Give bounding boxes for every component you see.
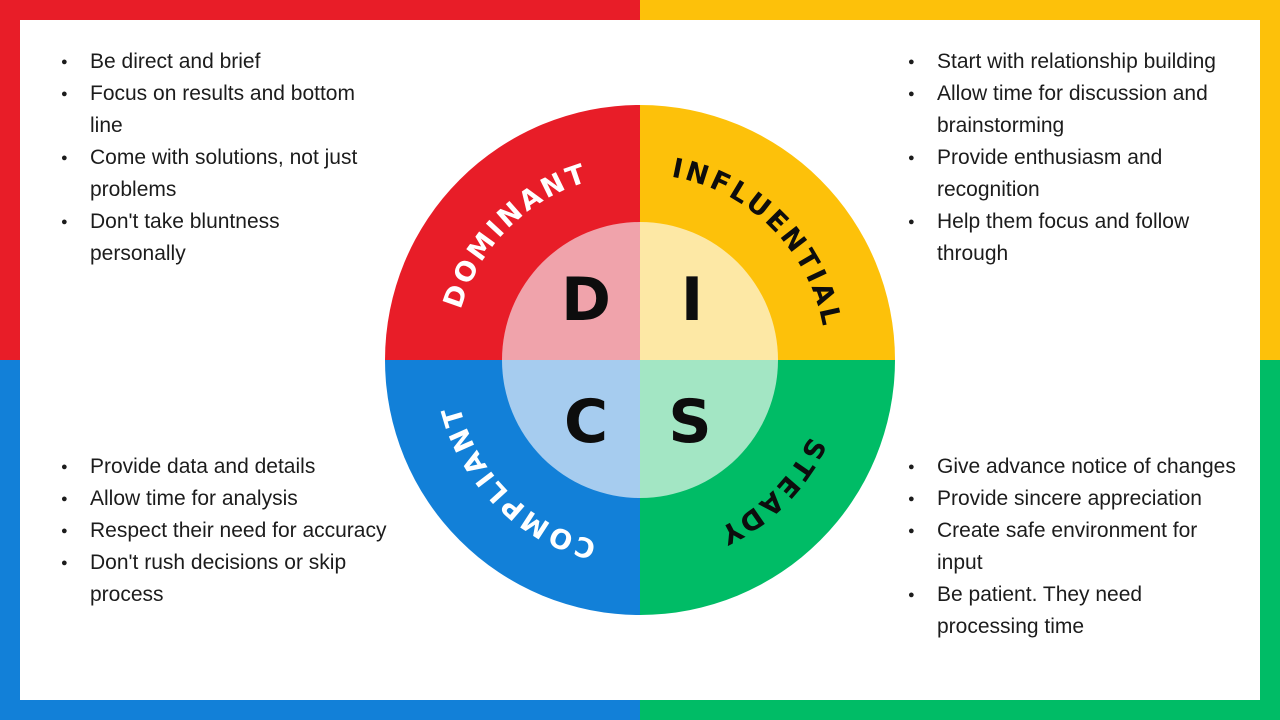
steady-inner-arc: [640, 360, 778, 498]
list-item: Allow time for analysis: [59, 483, 403, 515]
influential-letter: I: [681, 265, 703, 335]
list-item: Provide enthusiasm and recognition: [906, 142, 1246, 206]
list-item: Don't take bluntness personally: [59, 206, 393, 270]
dominant-letter: D: [561, 265, 611, 335]
list-item: Focus on results and bottom line: [59, 78, 393, 142]
list-item: Give advance notice of changes: [906, 451, 1250, 483]
list-item: Respect their need for accuracy: [59, 515, 403, 547]
list-item: Come with solutions, not just problems: [59, 142, 393, 206]
compliant-inner-arc: [502, 360, 640, 498]
list-item: Provide sincere appreciation: [906, 483, 1250, 515]
list-item: Provide data and details: [59, 451, 403, 483]
list-item: Create safe environment for input: [906, 515, 1250, 579]
list-item: Help them focus and follow through: [906, 206, 1246, 270]
list-item: Start with relationship building: [906, 46, 1246, 78]
list-item: Be direct and brief: [59, 46, 393, 78]
list-item: Allow time for discussion and brainstorm…: [906, 78, 1246, 142]
steady-tips-list: Give advance notice of changes Provide s…: [906, 451, 1250, 643]
influential-inner-arc: [640, 222, 778, 360]
influential-tips-list: Start with relationship building Allow t…: [906, 46, 1246, 270]
steady-letter: S: [668, 387, 711, 457]
compliant-letter: C: [564, 387, 608, 457]
compliant-tips-list: Provide data and details Allow time for …: [59, 451, 403, 611]
dominant-tips-list: Be direct and brief Focus on results and…: [59, 46, 393, 270]
dominant-inner-arc: [502, 222, 640, 360]
list-item: Be patient. They need processing time: [906, 579, 1250, 643]
list-item: Don't rush decisions or skip process: [59, 547, 403, 611]
